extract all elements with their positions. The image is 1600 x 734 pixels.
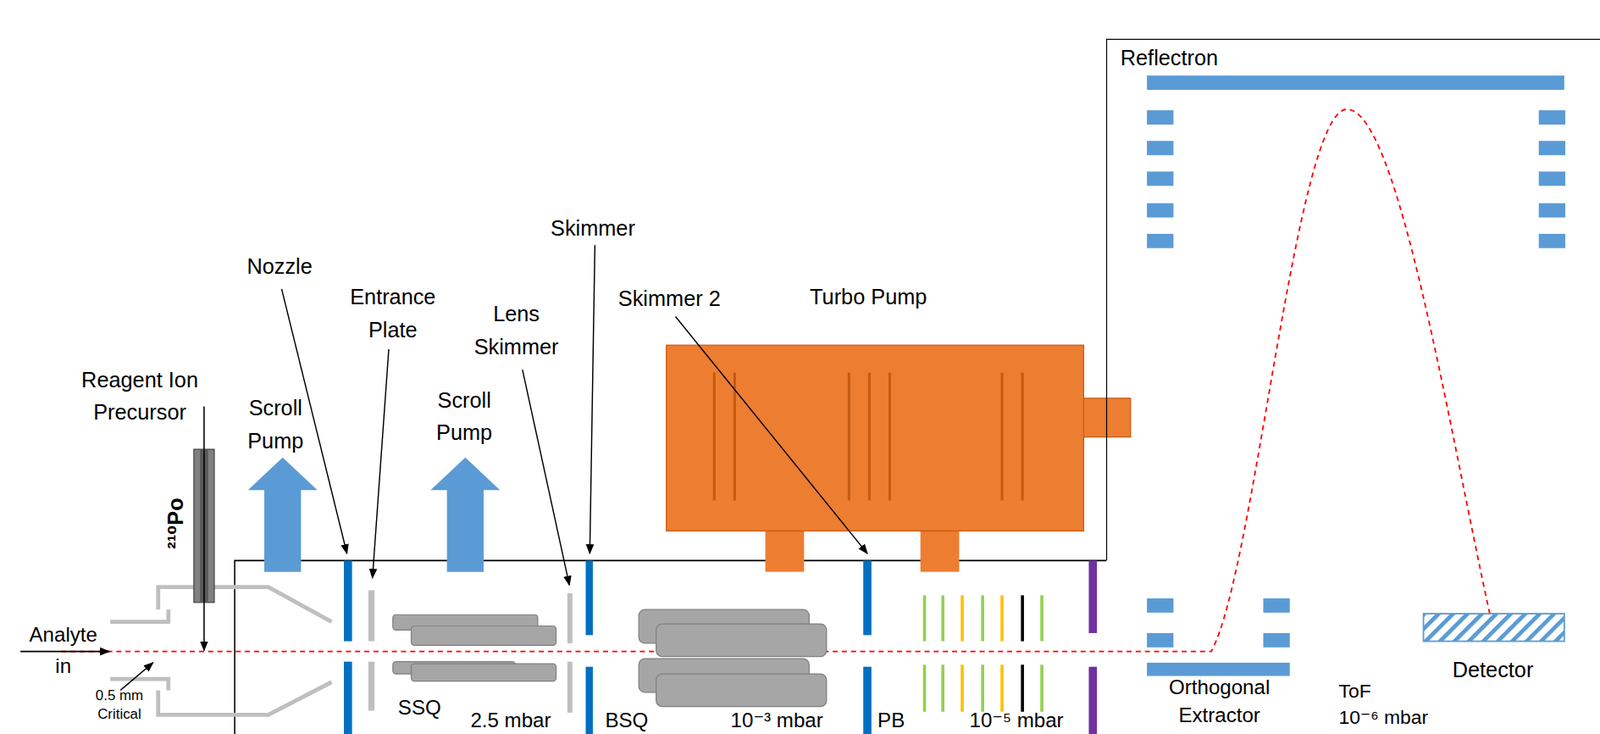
- pressure-label: 2.5 mbar: [470, 703, 551, 734]
- part-name: BSQ: [604, 703, 648, 734]
- part-name: ToF: [1339, 679, 1372, 703]
- pressure-label: 10⁻⁵ mbar: [968, 703, 1063, 734]
- part-name: Entrance Plate: [337, 280, 450, 345]
- part-name: Detector: [1431, 653, 1555, 686]
- pressure-label: 10⁻³ mbar: [730, 703, 824, 734]
- part-name: Nozzle: [228, 249, 331, 283]
- part-name: Turbo Pump: [797, 280, 941, 313]
- part-name: PB: [877, 703, 905, 734]
- part-name: Reagent Ion Precursor: [63, 363, 217, 428]
- pressure-label: 10⁻⁶ mbar: [1339, 706, 1429, 730]
- part-name: Reflectron: [1120, 45, 1600, 71]
- part-name: Skimmer: [542, 212, 644, 245]
- part-name: Scroll Pump: [234, 392, 316, 457]
- part-name: Lens Skimmer: [459, 298, 573, 363]
- part-name: Scroll Pump: [423, 383, 505, 449]
- inlet-label: Analyte in: [20, 618, 106, 682]
- part-name: Skimmer 2: [608, 282, 731, 316]
- part-name: SSQ: [398, 692, 442, 723]
- reflectron-housing: Reflectron: [1106, 38, 1600, 561]
- part-name: Orthogonal Extractor: [1142, 673, 1296, 729]
- dimension: 0.5 mm Critical: [85, 686, 154, 724]
- isotope-label: ²¹⁰Po: [162, 492, 189, 554]
